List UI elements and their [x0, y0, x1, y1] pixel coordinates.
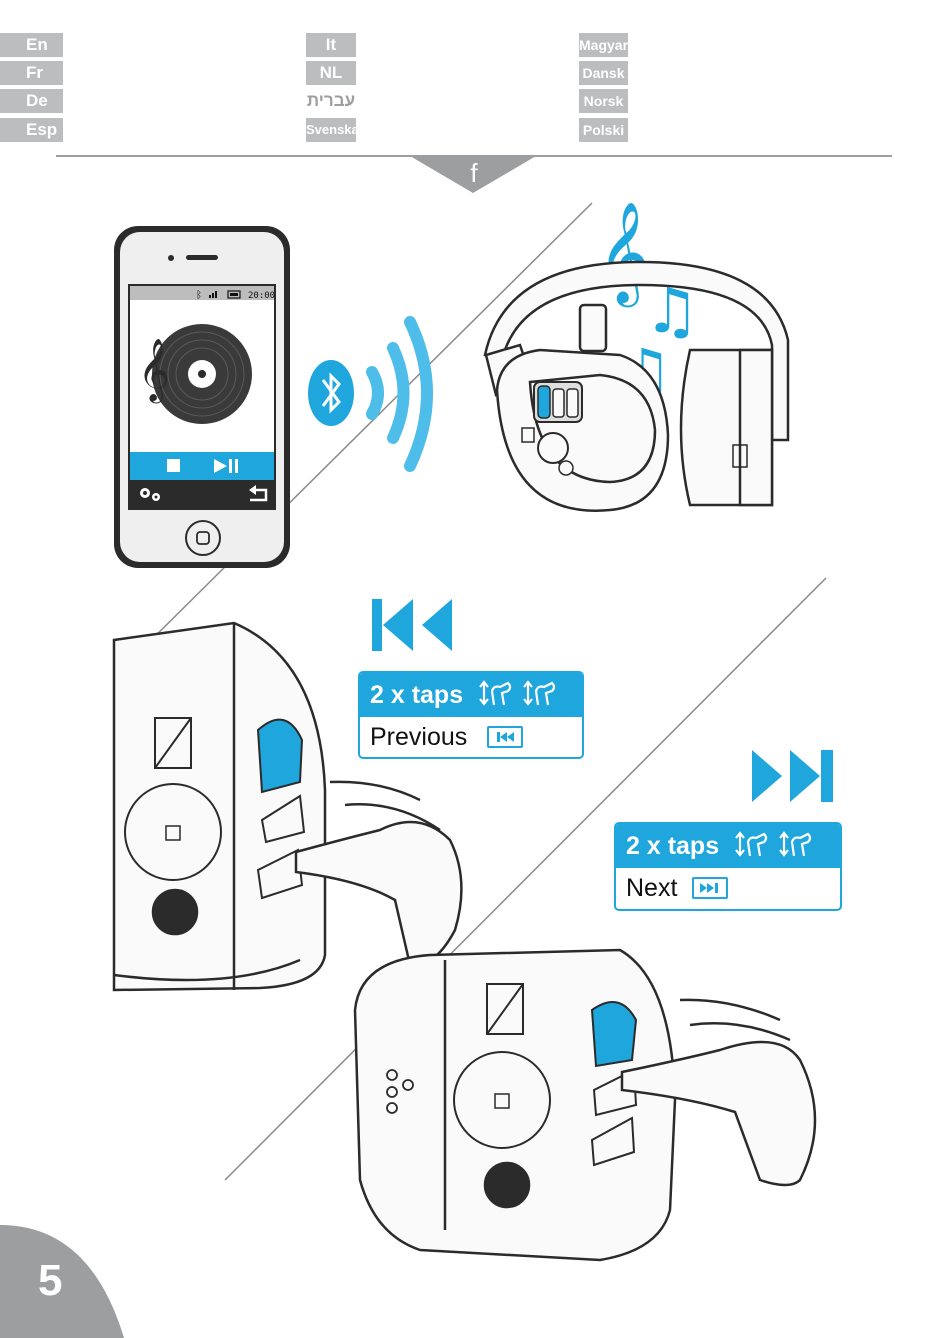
next-taps-header: 2 x taps: [616, 824, 840, 868]
svg-text:ᛒ: ᛒ: [196, 290, 202, 301]
bluetooth-status-icon: ᛒ: [196, 290, 202, 301]
page-number: 5: [38, 1256, 62, 1306]
wireless-waves-icon: [372, 322, 427, 466]
tap-gesture-icon: [478, 677, 574, 713]
bluetooth-icon: [308, 360, 354, 426]
previous-action-row: Previous: [360, 717, 582, 757]
previous-taps-header: 2 x taps: [360, 673, 582, 717]
next-taps-label: 2 x taps: [626, 832, 719, 860]
earcup-closeup-right: [355, 950, 675, 1260]
stop-icon: [167, 459, 180, 472]
earcup-closeup-left: [114, 623, 325, 990]
previous-action-label: Previous: [370, 723, 467, 751]
next-track-icon: [752, 750, 833, 802]
previous-taps-label: 2 x taps: [370, 681, 463, 709]
smartphone: ᛒ 20:00 𝄞: [114, 226, 290, 568]
next-action-row: Next: [616, 868, 840, 908]
treble-clef-icon: 𝄞: [598, 200, 650, 308]
tap-gesture-icon: [734, 828, 830, 864]
previous-key-icon: [487, 726, 523, 748]
next-key-icon: [692, 877, 728, 899]
next-action-label: Next: [626, 874, 677, 902]
previous-track-icon: [372, 599, 452, 651]
status-time: 20:00: [248, 291, 275, 301]
next-instruction-box: 2 x taps Next: [614, 822, 842, 911]
treble-clef-icon: 𝄞: [138, 338, 170, 404]
previous-instruction-box: 2 x taps Previous: [358, 671, 584, 759]
